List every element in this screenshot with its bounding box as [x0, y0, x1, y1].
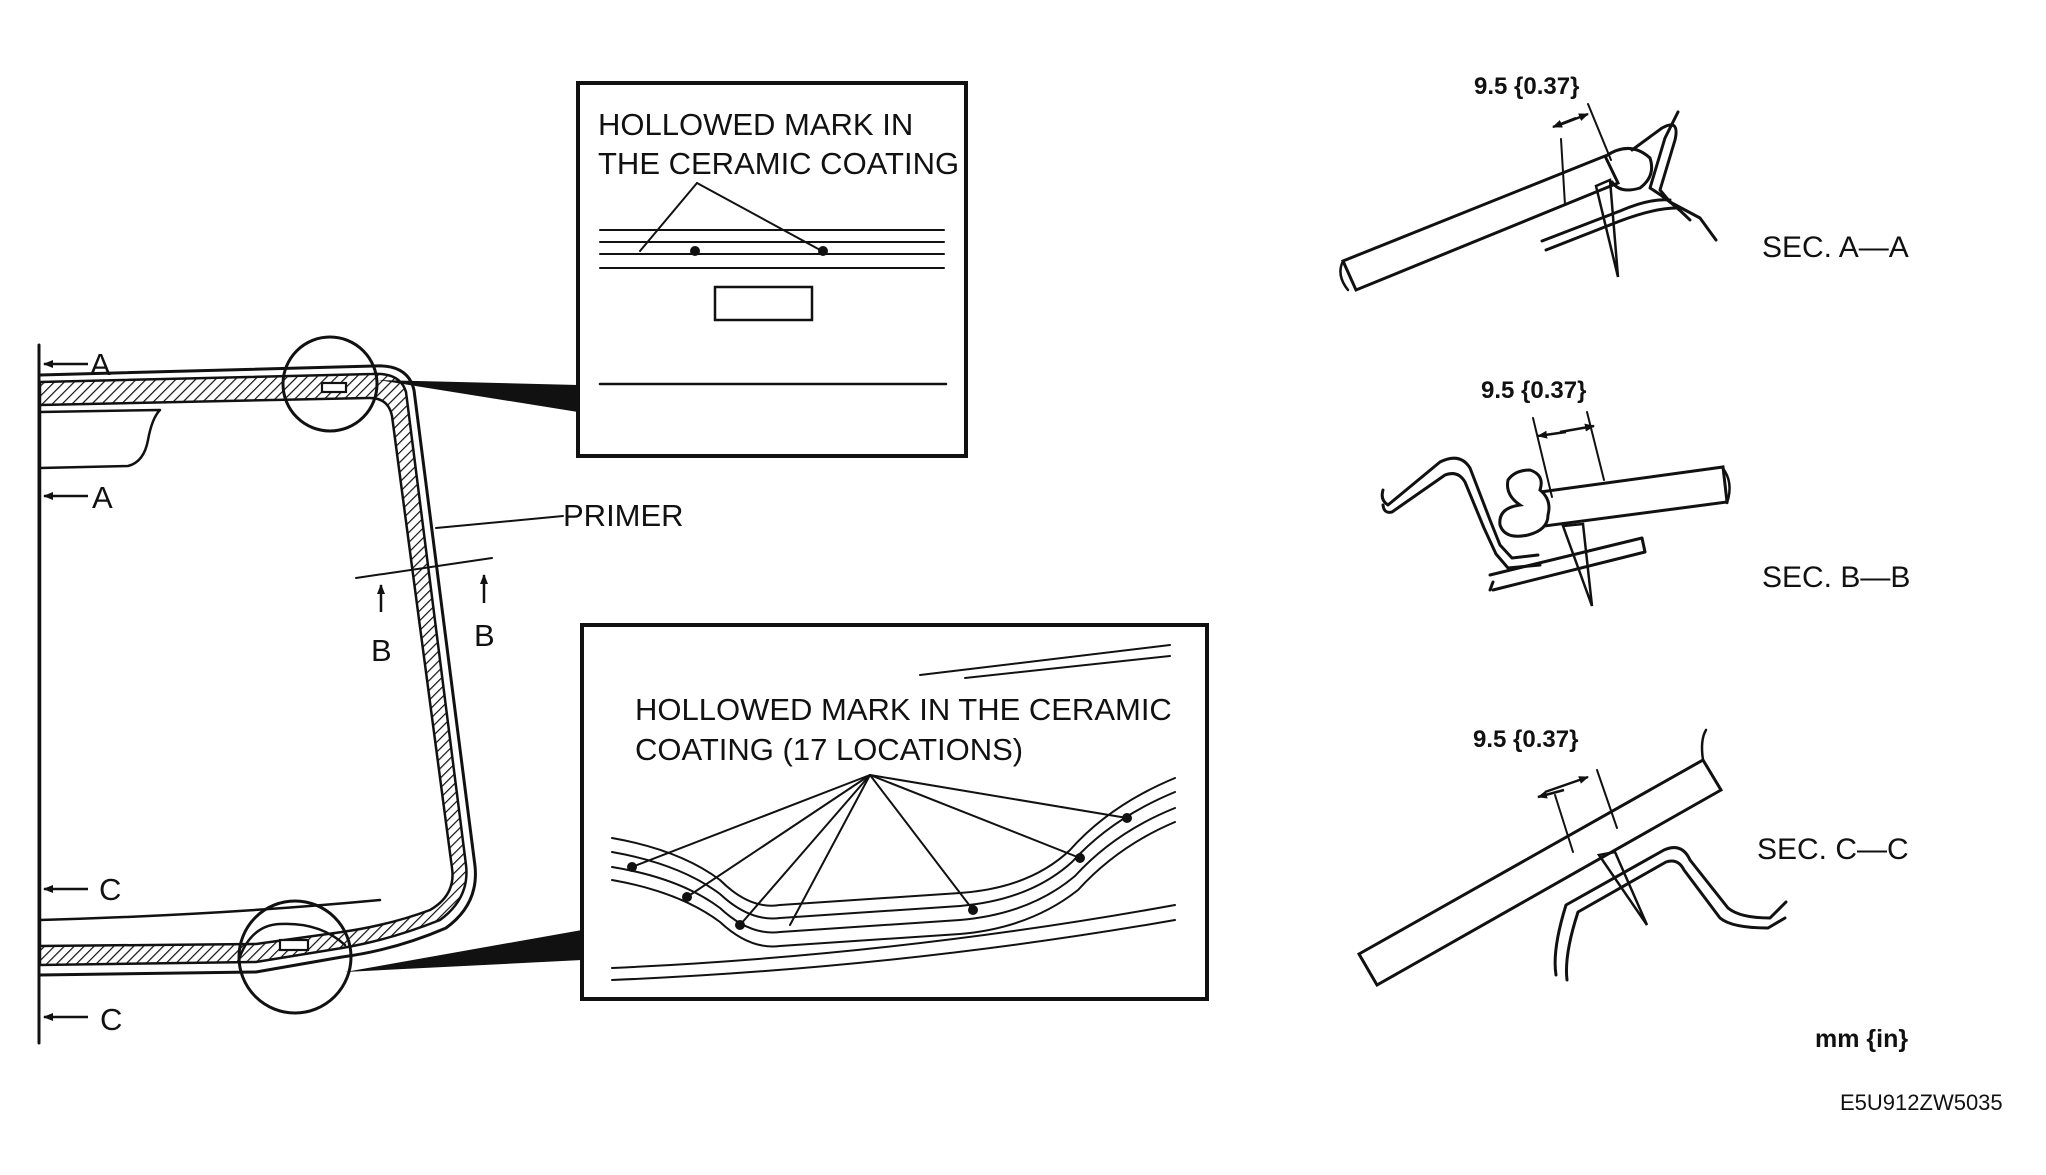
figure-code: E5U912ZW5035 [1840, 1090, 2003, 1115]
section-b-title: SEC. B—B [1762, 561, 1910, 594]
top-callout-line1: HOLLOWED MARK IN [598, 107, 913, 142]
unit-label: mm {in} [1815, 1025, 1908, 1053]
section-a-dimension: 9.5 {0.37} [1474, 73, 1579, 100]
section-c-drawing [1356, 728, 1788, 988]
bottom-callout-line2: COATING (17 LOCATIONS) [635, 732, 1023, 767]
section-marker-a-bottom: A [92, 480, 113, 515]
top-callout-line2: THE CERAMIC COATING [598, 146, 959, 181]
section-marker-b-right: B [474, 618, 495, 653]
top-detail-box [576, 81, 968, 458]
section-marker-c-bottom: C [100, 1002, 122, 1037]
primer-label: PRIMER [563, 498, 684, 533]
section-a-drawing [1339, 103, 1718, 292]
section-marker-c-top: C [99, 872, 121, 907]
section-c-title: SEC. C—C [1757, 833, 1909, 866]
section-b-dimension: 9.5 {0.37} [1481, 377, 1586, 404]
bottom-callout-line1: HOLLOWED MARK IN THE CERAMIC [635, 692, 1172, 727]
section-marker-a-top: A [90, 347, 111, 382]
windshield-outline [37, 335, 582, 1045]
section-c-dimension: 9.5 {0.37} [1473, 726, 1578, 753]
bottom-detail-box [580, 623, 1209, 1001]
section-marker-b-left: B [371, 633, 392, 668]
section-b-drawing [1380, 411, 1731, 607]
section-a-title: SEC. A—A [1762, 231, 1909, 264]
